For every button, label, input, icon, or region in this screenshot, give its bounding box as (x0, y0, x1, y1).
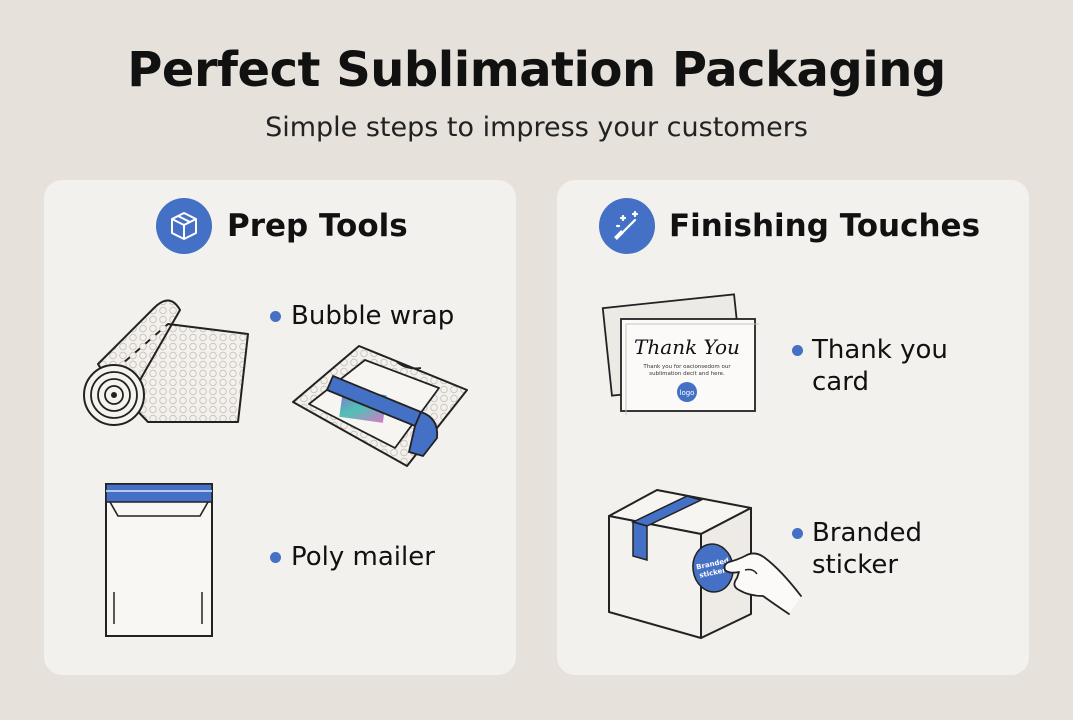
item-poly-mailer: Poly mailer (291, 542, 435, 572)
card-body-line1: Thank you for oacionsedom our (642, 364, 731, 370)
card-heading: Thank You (634, 335, 740, 359)
wrapped-shirt-illustration (292, 345, 468, 467)
bullet-dot (270, 552, 281, 563)
magic-wand-icon (599, 198, 655, 254)
prep-tools-card: Prep Tools (44, 180, 516, 675)
card-body-line2: sublimation decit and here. (649, 371, 725, 377)
thank-you-card-illustration: Thank You Thank you for oacionsedom our … (601, 293, 759, 415)
item-branded-sticker: Branded sticker (812, 517, 922, 581)
finishing-touches-title: Finishing Touches (669, 208, 981, 244)
bullet-dot (270, 311, 281, 322)
item-thank-you-line2: card (812, 367, 869, 397)
bubble-wrap-roll-illustration (83, 299, 249, 426)
box-icon (156, 198, 212, 254)
page-subtitle: Simple steps to impress your customers (265, 112, 808, 143)
box-with-sticker-illustration: Branded sticker (608, 489, 802, 639)
item-bubble-wrap: Bubble wrap (291, 301, 455, 331)
poly-mailer-illustration (105, 483, 213, 637)
item-branded-line2: sticker (812, 550, 899, 580)
bullet-dot (792, 528, 803, 539)
finishing-touches-card: Finishing Touches Thank You Thank you fo… (557, 180, 1029, 675)
item-thank-you-line1: Thank you (812, 335, 948, 365)
page-title: Perfect Sublimation Packaging (127, 42, 946, 98)
card-logo: logo (680, 389, 695, 397)
bullet-dot (792, 345, 803, 356)
item-thank-you-card: Thank you card (812, 334, 948, 398)
prep-tools-title: Prep Tools (227, 208, 408, 244)
item-branded-line1: Branded (812, 518, 922, 548)
